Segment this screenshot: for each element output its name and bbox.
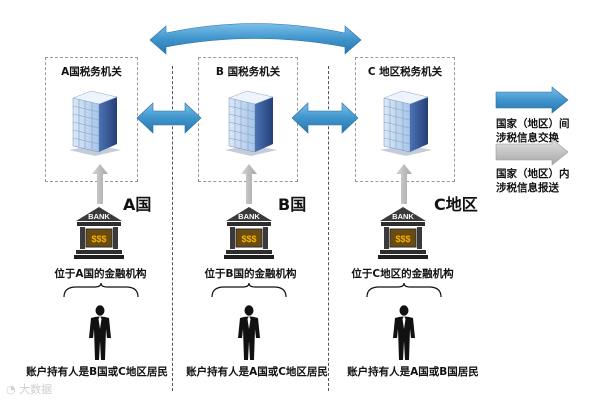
bracket-b <box>211 282 287 298</box>
report-arrow-c <box>396 164 412 204</box>
report-arrow-a <box>92 164 108 204</box>
building-icon-b <box>225 90 277 156</box>
legend-report-arrow <box>495 138 569 166</box>
exchange-arrow-b-c <box>291 102 359 134</box>
country-label-b: B国 <box>278 195 307 214</box>
country-label-c: C地区 <box>434 195 478 214</box>
holder-label-c: 账户持有人是A国或B国居民 <box>347 366 479 378</box>
building-icon-a <box>69 90 121 156</box>
legend-exchange-line2: 涉税信息交换 <box>496 132 559 144</box>
person-icon-b <box>238 305 260 360</box>
person-icon-a <box>89 305 111 360</box>
exchange-arrow-a-b <box>136 102 202 134</box>
bank-money-c: $$$ <box>395 234 410 244</box>
bank-money-a: $$$ <box>91 234 106 244</box>
legend-exchange-arrow <box>495 86 569 114</box>
building-icon-c <box>380 90 432 156</box>
authority-box-a: A国税务机关 <box>45 57 138 182</box>
bracket-a <box>63 282 139 298</box>
legend-exchange-line1: 国家（地区）间 <box>496 118 570 130</box>
legend-report-line2: 涉税信息报送 <box>496 182 559 194</box>
bank-icon-a: BANK $$$ <box>74 207 124 259</box>
bank-sign-b: BANK <box>238 212 260 221</box>
watermark-text: 大数据 <box>19 383 53 396</box>
report-arrow-b <box>241 164 257 204</box>
bank-money-b: $$$ <box>241 234 256 244</box>
authority-title-a: A国税务机关 <box>61 66 122 78</box>
holder-label-b: 账户持有人是A国或C地区居民 <box>186 366 328 378</box>
bank-icon-b: BANK $$$ <box>224 207 274 259</box>
top-exchange-arrow <box>149 23 362 55</box>
institution-label-a: 位于A国的金融机构 <box>54 268 147 280</box>
bank-icon-c: BANK $$$ <box>378 207 428 259</box>
watermark-logo-icon: ◔ <box>6 383 20 396</box>
bracket-c <box>366 282 442 298</box>
authority-title-b: B 国税务机关 <box>215 66 281 78</box>
person-icon-c <box>393 305 415 360</box>
separator-b-c <box>328 66 329 391</box>
institution-label-c: 位于C地区的金融机构 <box>351 268 454 280</box>
separator-a-b <box>172 66 173 391</box>
bank-sign-c: BANK <box>392 212 414 221</box>
country-label-a: A国 <box>123 195 152 214</box>
watermark: ◔ 大数据 <box>6 381 52 397</box>
holder-label-a: 账户持有人是B国或C地区居民 <box>26 366 168 378</box>
authority-title-c: C 地区税务机关 <box>367 66 443 78</box>
legend-exchange-text: 国家（地区）间 涉税信息交换 <box>496 117 570 145</box>
legend-report-line1: 国家（地区）内 <box>496 168 570 180</box>
bank-sign-a: BANK <box>88 212 110 221</box>
institution-label-b: 位于B国的金融机构 <box>204 268 297 280</box>
legend-report-text: 国家（地区）内 涉税信息报送 <box>496 167 570 195</box>
